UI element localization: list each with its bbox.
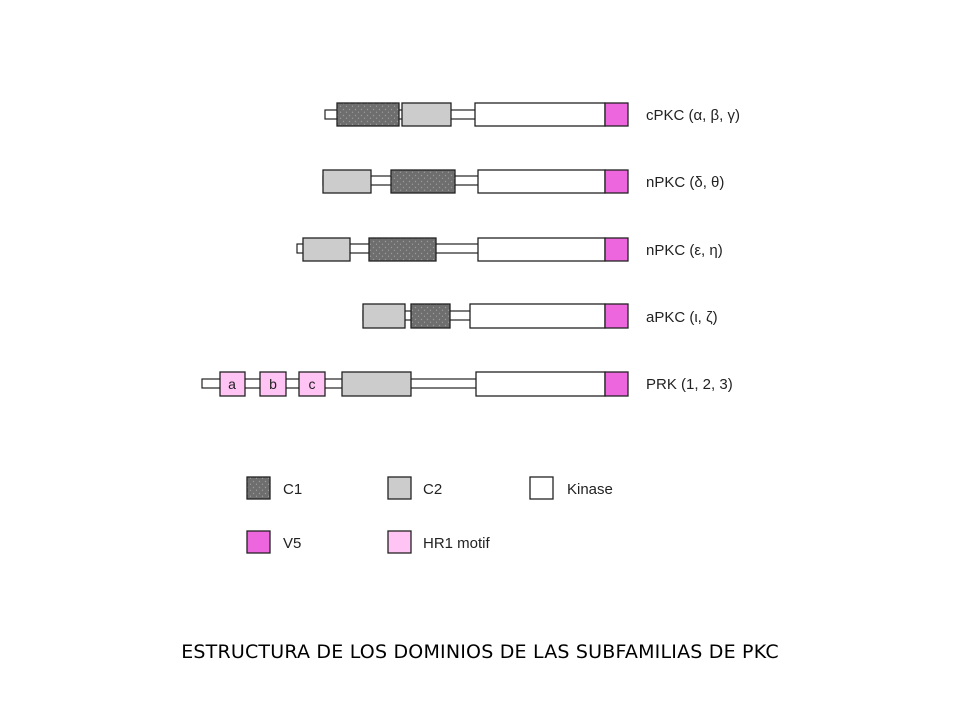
c2-domain: [322, 169, 372, 194]
kinase-domain: [475, 371, 606, 397]
c2-domain: [302, 237, 351, 262]
legend-item-kinase: Kinase: [529, 476, 613, 500]
legend-item-hr1: HR1 motif: [387, 530, 491, 554]
kinase-domain: [474, 102, 606, 127]
row-label: PRK (1, 2, 3): [646, 376, 733, 393]
legend-swatch-kinase: [529, 476, 554, 500]
row-label: cPKC (α, β, γ): [646, 107, 740, 124]
hr1-letter: c: [309, 376, 316, 392]
row-label: aPKC (ι, ζ): [646, 309, 718, 326]
c2-domain: [362, 303, 406, 329]
legend-label: Kinase: [567, 481, 613, 498]
legend-item-c1: C1: [246, 476, 302, 500]
v5-domain: [604, 303, 629, 329]
v5-domain: [604, 169, 629, 194]
legend: C1 C2 Kinase V5 HR1 motif: [246, 476, 613, 554]
c1-domain: [390, 169, 456, 194]
hr1-letter: a: [228, 376, 236, 392]
legend-swatch-c2: [387, 476, 412, 500]
v5-domain: [604, 371, 629, 397]
hr1-motif-c: [298, 371, 326, 397]
c2-domain: [401, 102, 452, 127]
hr1-motif-b: [259, 371, 287, 397]
c1-domain: [336, 102, 400, 127]
figure-caption: ESTRUCTURA DE LOS DOMINIOS DE LAS SUBFAM…: [181, 641, 779, 663]
row-npkc-delta-theta: nPKC (δ, θ): [322, 169, 724, 194]
hr1-letter: b: [269, 376, 277, 392]
c2-domain: [341, 371, 412, 397]
c1-domain: [368, 237, 437, 262]
legend-label: C1: [283, 481, 302, 498]
legend-label: V5: [283, 535, 301, 552]
legend-item-c2: C2: [387, 476, 442, 500]
row-cpkc: cPKC (α, β, γ): [324, 102, 740, 127]
legend-label: C2: [423, 481, 442, 498]
legend-swatch-c1: [246, 476, 271, 500]
row-label: nPKC (δ, θ): [646, 174, 724, 191]
v5-domain: [604, 237, 629, 262]
v5-domain: [604, 102, 629, 127]
kinase-domain: [469, 303, 606, 329]
legend-item-v5: V5: [246, 530, 301, 554]
kinase-domain: [477, 237, 606, 262]
legend-swatch-hr1: [387, 530, 412, 554]
kinase-domain: [477, 169, 606, 194]
row-label: nPKC (ε, η): [646, 242, 723, 259]
c1-domain: [410, 303, 451, 329]
legend-swatch-v5: [246, 530, 271, 554]
row-prk: a b c PRK (1, 2, 3): [201, 371, 733, 397]
hr1-motif-a: [219, 371, 246, 397]
row-npkc-epsilon-eta: nPKC (ε, η): [296, 237, 723, 262]
row-apkc: aPKC (ι, ζ): [362, 303, 718, 329]
legend-label: HR1 motif: [423, 535, 491, 552]
